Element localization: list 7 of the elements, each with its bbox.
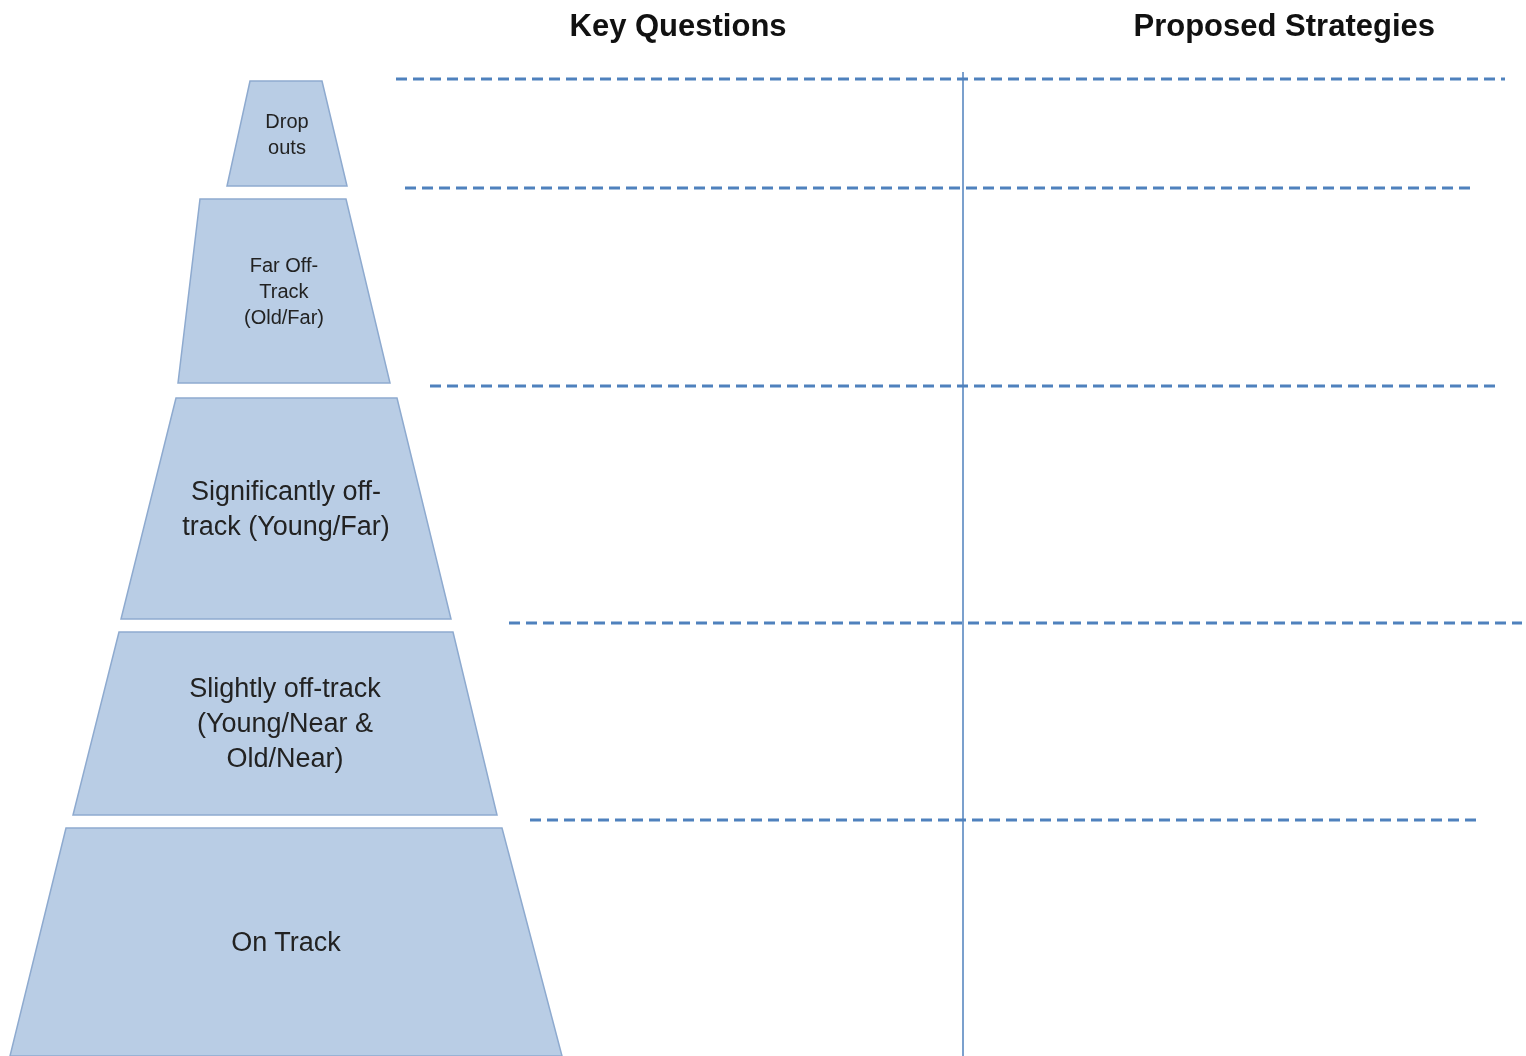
band-label: Drop outs bbox=[264, 108, 310, 160]
column-heading: Key Questions bbox=[569, 8, 787, 44]
band-label: Slightly off-track (Young/Near & Old/Near) bbox=[188, 672, 382, 776]
column-heading: Proposed Strategies bbox=[1133, 8, 1435, 44]
band-label: On Track bbox=[230, 925, 342, 959]
band-label: Significantly off-track (Young/Far) bbox=[181, 474, 391, 543]
band-label: Far Off-Track (Old/Far) bbox=[243, 253, 325, 330]
